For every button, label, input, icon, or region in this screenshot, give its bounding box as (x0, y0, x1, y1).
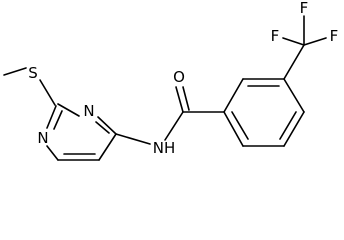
atom-label-nh: NH (153, 139, 176, 157)
bond-nh-carbonyl (164, 111, 184, 141)
bond-b4-b5 (283, 111, 305, 147)
chemical-structure-diagram: S N N NH O F F F (3, 0, 338, 161)
bonds (3, 15, 327, 161)
bond-c4-nh (115, 133, 151, 145)
bond-cf3-f-left (282, 37, 305, 46)
bond-b3-b4 (283, 78, 305, 113)
bond-n1-c6 (46, 145, 59, 161)
bond-b6-b1 (223, 111, 244, 147)
bond-c5-c4 (98, 133, 117, 161)
bond-b4-b5-inner (279, 111, 297, 140)
bond-cf3-f-right (303, 37, 327, 46)
bond-carbonyl-o (175, 86, 184, 113)
bond-c4-n3-inner (95, 121, 110, 134)
atom-label-s: S (28, 64, 38, 82)
atom-label-f-left: F (271, 27, 280, 45)
bond-carbonyl-o-2 (182, 86, 190, 111)
atom-label-o: O (173, 68, 185, 86)
bond-c2-n1 (46, 105, 57, 129)
bond-b6-b1-inner (231, 111, 249, 140)
atom-label-n-ring-upper: N (83, 102, 94, 120)
bond-c4-n3 (97, 116, 117, 135)
atom-label-f-right: F (330, 27, 339, 45)
atom-label-f-top: F (300, 0, 309, 17)
bond-c2-n1-inner (53, 110, 63, 130)
bond-benzene-cf3 (283, 44, 305, 80)
atom-label-n-ring-lower: N (37, 129, 48, 147)
bond-methyl-s (3, 67, 27, 76)
bond-s-c2 (39, 79, 56, 106)
bond-c2-n3 (57, 103, 80, 117)
bond-b1-b2 (223, 78, 244, 113)
atom-labels: S N N NH O F F F (28, 0, 338, 157)
